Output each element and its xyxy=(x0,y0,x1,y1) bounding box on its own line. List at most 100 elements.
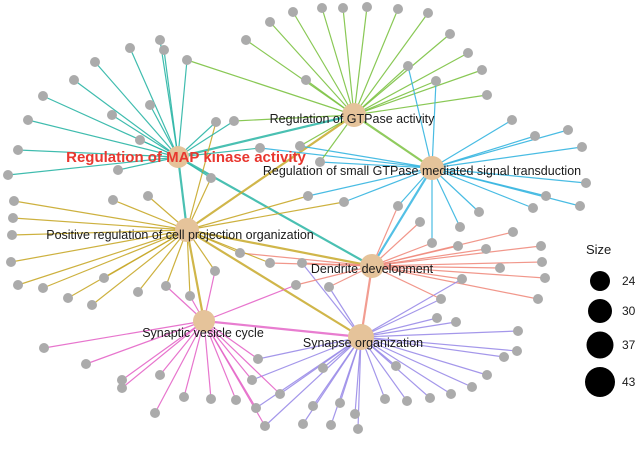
hub-node-gtpase xyxy=(342,103,366,127)
legend-title: Size xyxy=(586,242,611,257)
hub-label-cellproj: Positive regulation of cell projection o… xyxy=(46,228,314,242)
gene-node xyxy=(7,230,17,240)
gene-node xyxy=(423,8,433,18)
gene-edge xyxy=(203,284,297,322)
hub-edge xyxy=(186,114,355,231)
gene-node xyxy=(8,213,18,223)
gene-edge xyxy=(407,65,433,169)
gene-edge xyxy=(295,265,373,286)
gene-node xyxy=(474,207,484,217)
gene-node xyxy=(150,408,160,418)
legend-dot-24 xyxy=(590,271,610,291)
gene-edge xyxy=(91,229,188,306)
gene-node xyxy=(38,91,48,101)
hub-edge xyxy=(203,319,362,339)
gene-edge xyxy=(431,167,587,184)
gene-edge xyxy=(307,167,433,197)
hub-edge xyxy=(176,156,189,231)
gene-node xyxy=(512,346,522,356)
gene-edge xyxy=(353,52,469,116)
legend-label-43: 43 xyxy=(622,375,636,389)
edges-layer xyxy=(7,6,587,430)
gene-edge xyxy=(112,199,188,231)
gene-edge xyxy=(11,229,188,236)
gene-edge xyxy=(137,229,188,293)
gene-edge xyxy=(342,7,355,116)
gene-edge xyxy=(371,265,463,280)
gene-node xyxy=(402,396,412,406)
gene-node xyxy=(125,43,135,53)
gene-node xyxy=(9,196,19,206)
gene-node xyxy=(135,135,145,145)
gene-node xyxy=(427,238,437,248)
gene-node xyxy=(575,201,585,211)
gene-node xyxy=(13,280,23,290)
gene-edge xyxy=(360,336,518,352)
gene-node xyxy=(297,258,307,268)
gene-node xyxy=(482,370,492,380)
gene-node xyxy=(508,227,518,237)
gene-node xyxy=(185,291,195,301)
gene-node xyxy=(455,222,465,232)
gene-node xyxy=(339,197,349,207)
gene-edge xyxy=(10,229,188,263)
gene-node xyxy=(159,45,169,55)
gene-edge xyxy=(183,320,205,398)
gene-node xyxy=(431,76,441,86)
gene-edge xyxy=(203,320,237,401)
gene-node xyxy=(453,241,463,251)
gene-node xyxy=(393,4,403,14)
gene-edge xyxy=(353,94,488,116)
gene-edge xyxy=(431,167,534,209)
gene-node xyxy=(477,65,487,75)
gene-node xyxy=(308,401,318,411)
gene-node xyxy=(260,421,270,431)
gene-edge xyxy=(360,330,519,338)
gene-node xyxy=(241,35,251,45)
gene-edge xyxy=(299,145,433,169)
gene-node xyxy=(298,419,308,429)
gene-edge xyxy=(159,320,205,376)
gene-edge xyxy=(186,195,309,231)
gene-node xyxy=(353,424,363,434)
gene-edge xyxy=(203,320,253,381)
legend-dot-30 xyxy=(588,299,612,323)
gene-node xyxy=(467,382,477,392)
gene-node xyxy=(391,361,401,371)
gene-edge xyxy=(360,336,488,376)
gene-edge xyxy=(353,12,429,116)
gene-edge xyxy=(186,201,345,231)
gene-edge xyxy=(94,61,179,158)
gene-node xyxy=(108,195,118,205)
gene-edge xyxy=(353,69,483,116)
gene-edge xyxy=(203,320,281,395)
gene-node xyxy=(107,110,117,120)
gene-node xyxy=(117,383,127,393)
gene-edge xyxy=(353,8,399,116)
gene-node xyxy=(247,375,257,385)
gene-edge xyxy=(353,33,451,116)
gene-edge xyxy=(371,265,546,279)
gene-edge xyxy=(319,161,433,169)
gene-edge xyxy=(312,336,362,407)
gene-node xyxy=(536,241,546,251)
gene-edge xyxy=(73,79,179,158)
hub-edge xyxy=(186,229,362,338)
hub-label-mapk: Regulation of MAP kinase activity xyxy=(66,149,306,166)
gene-node xyxy=(446,389,456,399)
gene-edge xyxy=(360,336,473,388)
gene-node xyxy=(338,3,348,13)
gene-edge xyxy=(177,59,188,158)
gene-node xyxy=(211,117,221,127)
gene-node xyxy=(295,141,305,151)
gene-edge xyxy=(177,120,235,158)
hub-edge xyxy=(186,228,373,268)
gene-edge xyxy=(431,80,437,169)
hub-label-smallgtp: Regulation of small GTPase mediated sign… xyxy=(263,164,581,178)
gene-edge xyxy=(343,167,433,203)
gene-node xyxy=(113,165,123,175)
gene-edge xyxy=(154,320,205,414)
gene-node xyxy=(303,191,313,201)
gene-edge xyxy=(431,146,583,169)
gene-edge xyxy=(186,229,271,264)
